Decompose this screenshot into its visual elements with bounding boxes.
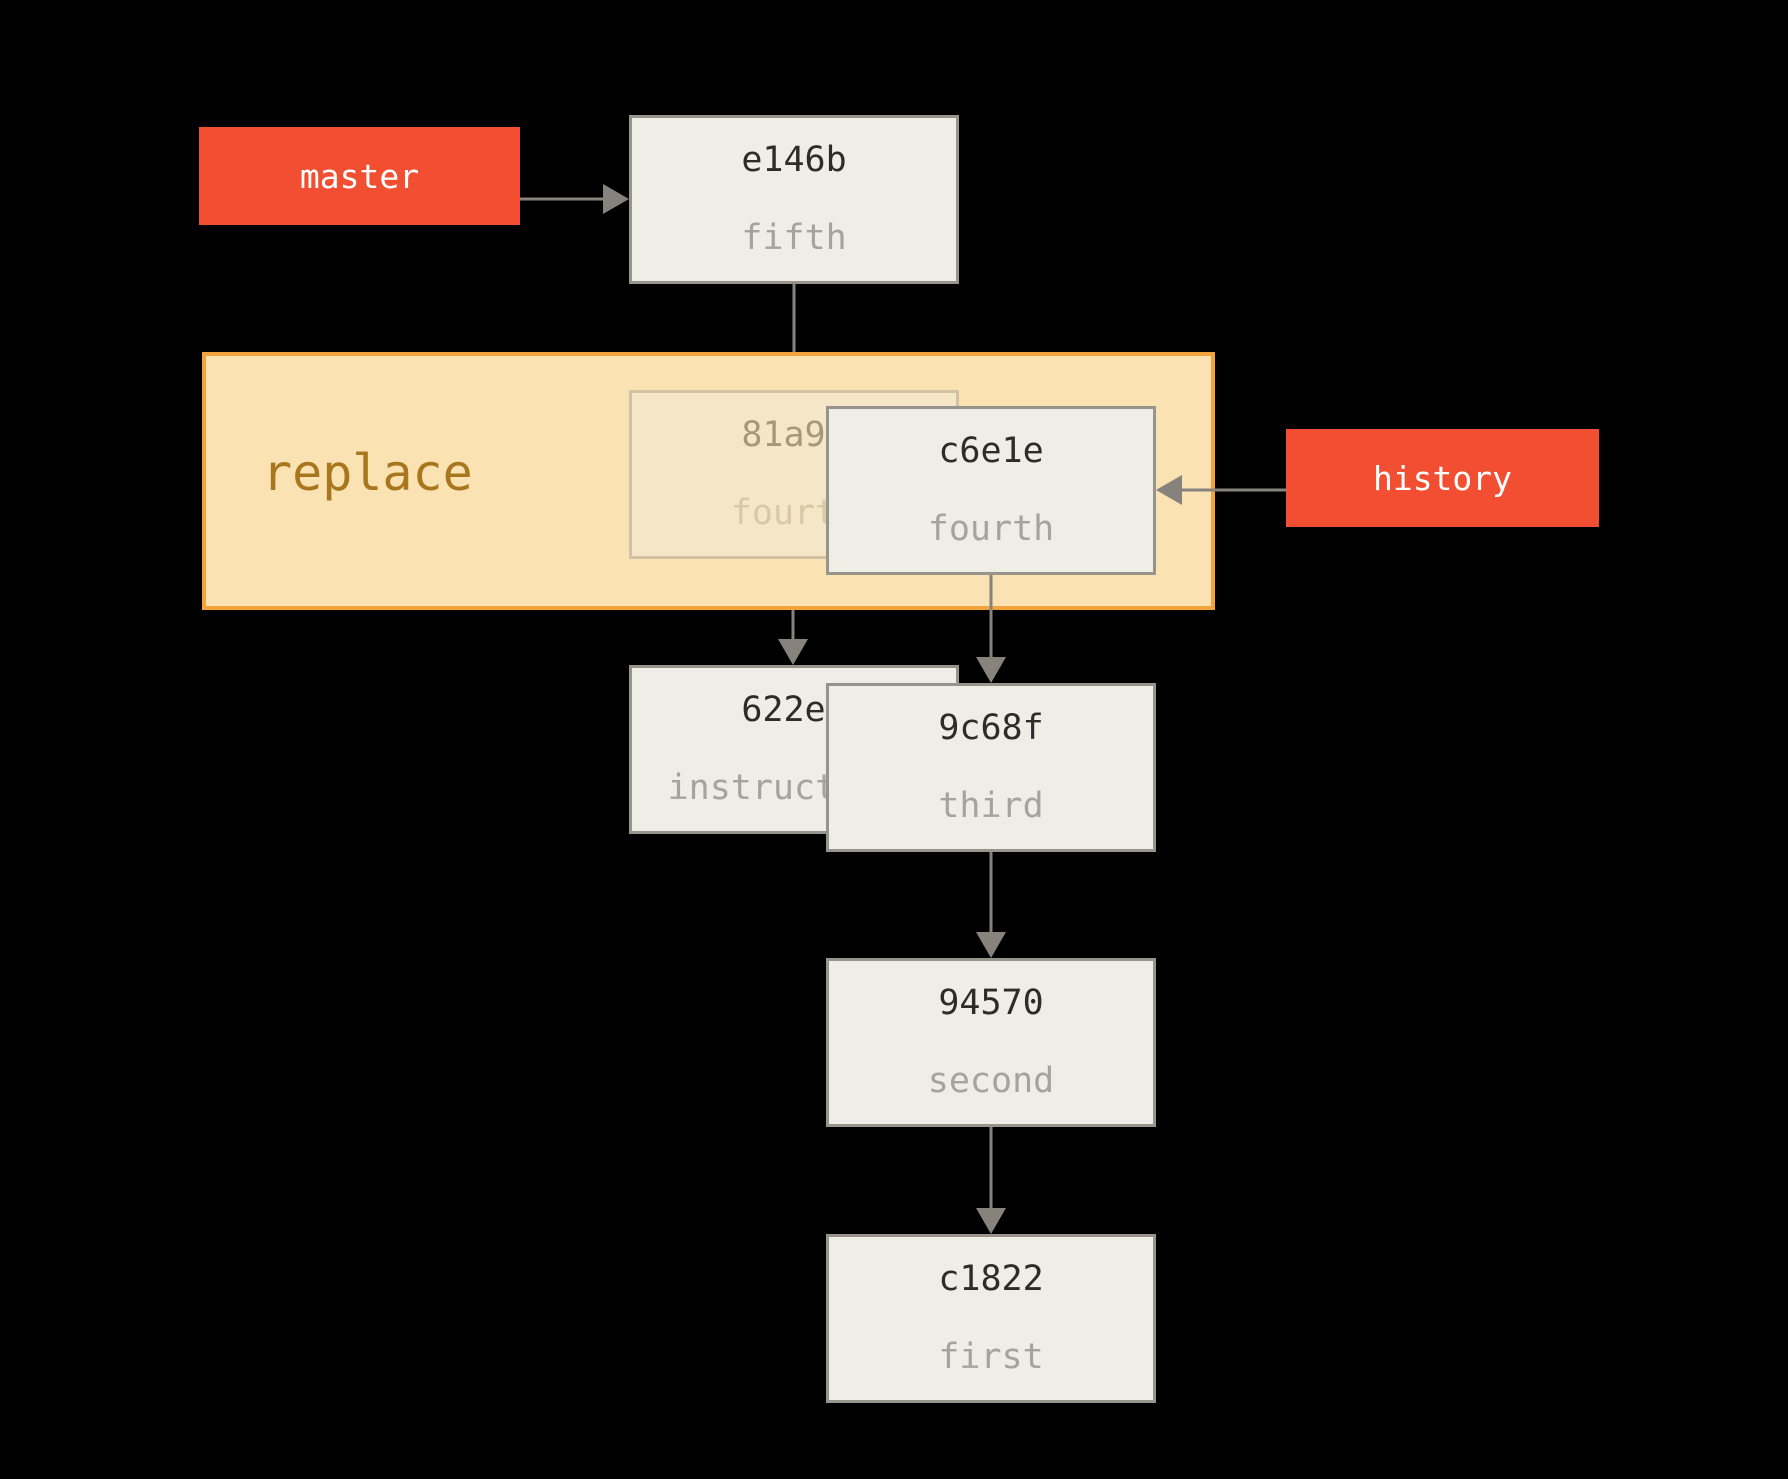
arrow-94570-to-c1822 [976,1127,1006,1234]
branch-label-master-text: master [299,156,420,196]
commit-message: first [938,1337,1044,1377]
commit-box-9c68f: 9c68f third [826,683,1156,852]
commit-message: fourth [927,509,1055,549]
replace-region-label: replace [262,444,473,502]
branch-label-history-text: history [1372,458,1513,498]
commit-box-c1822: c1822 first [826,1234,1156,1403]
branch-label-history: history [1286,429,1599,527]
commit-message: second [927,1061,1055,1101]
commit-box-e146b: e146b fifth [629,115,959,284]
branch-label-master: master [199,127,520,225]
commit-box-94570: 94570 second [826,958,1156,1127]
commit-hash: 94570 [938,983,1044,1023]
arrow-replace-region-to-622e8 [778,610,808,665]
commit-message: fifth [741,218,847,258]
commit-hash: e146b [741,140,847,180]
commit-hash: c1822 [938,1259,1044,1299]
commit-message: third [938,786,1044,826]
commit-hash: 9c68f [938,708,1044,748]
arrow-master-to-e146b [520,184,629,214]
arrow-9c68f-to-94570 [976,852,1006,958]
commit-box-c6e1e: c6e1e fourth [826,406,1156,575]
commit-hash: c6e1e [938,431,1044,471]
